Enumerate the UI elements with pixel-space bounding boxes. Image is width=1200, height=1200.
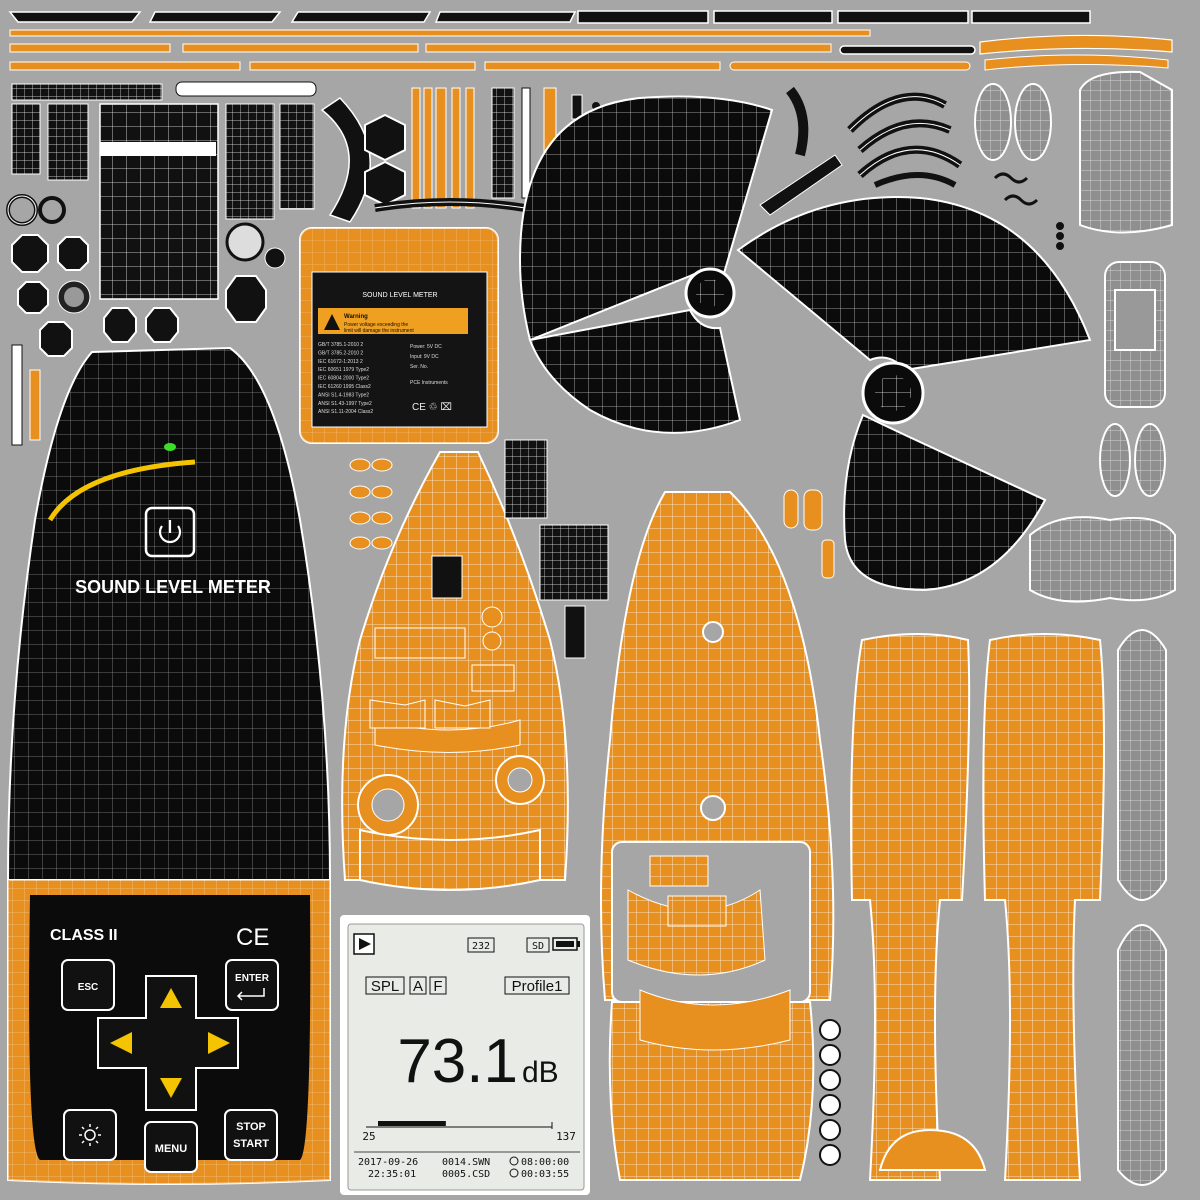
time-readout: 22:35:01 [368, 1169, 416, 1180]
timer1-readout: 08:00:00 [521, 1157, 569, 1168]
enter-key[interactable] [225, 959, 279, 1011]
standard-line: IEC 61260 1995 Class2 [318, 384, 371, 390]
standard-line: IEC 61672-1:2013 2 [318, 359, 363, 365]
backlight-key[interactable] [63, 1109, 117, 1161]
menu-key[interactable] [144, 1121, 198, 1173]
mode-indicator: SPL [371, 978, 399, 995]
label-header: SOUND LEVEL METER [362, 292, 437, 299]
esc-key-label: ESC [78, 982, 99, 993]
timer2-readout: 00:03:55 [521, 1169, 569, 1180]
label-specs: Power: 5V DC Input: 9V DC Ser. No. [410, 344, 442, 370]
power-icon [158, 520, 182, 544]
standard-line: GB/T 3785.2-2010 2 [318, 350, 363, 356]
back-label-panel: SOUND LEVEL METER Warning Power voltage … [299, 227, 499, 444]
device-brand-label: SOUND LEVEL METER [75, 577, 271, 597]
standard-line: ANSI S1.4-1983 Type2 [318, 392, 369, 398]
right-top-parts [847, 70, 1176, 1186]
fan-segment-top [518, 95, 774, 434]
dpad[interactable] [97, 975, 239, 1111]
spl-unit: dB [522, 1056, 559, 1089]
file1-readout: 0014.SWN [442, 1157, 490, 1168]
profile-indicator: Profile1 [512, 978, 563, 995]
standard-line: GB/T 3785.1-2010 2 [318, 342, 363, 348]
start-label: START [233, 1138, 269, 1150]
sun-icon [79, 1124, 101, 1146]
ce-mark: CE [236, 924, 269, 951]
arrow-up-icon[interactable] [160, 988, 182, 1008]
top-strips [8, 10, 1173, 71]
fan-segment-right [736, 196, 1092, 592]
small-parts-center [349, 439, 835, 729]
warning-text-1: Power voltage exceeding the [344, 322, 408, 328]
standard-line: IEC 60651 1979 Type2 [318, 367, 369, 373]
spec-line: Ser. No. [410, 364, 428, 370]
esc-key[interactable] [61, 959, 115, 1011]
date-readout: 2017-09-26 [358, 1157, 418, 1168]
battery-icon [552, 937, 580, 951]
time-weighting-indicator: F [433, 978, 442, 995]
standards-list: GB/T 3785.1-2010 2 GB/T 3785.2-2010 2 IEC … [318, 342, 373, 415]
standard-line: IEC 60804 2000 Type2 [318, 376, 369, 382]
enter-key-label: ENTER [235, 973, 270, 984]
power-button[interactable] [144, 506, 196, 558]
standard-line: ANSI S1.43-1997 Type2 [318, 401, 372, 407]
lcd-screen: 232 SD SPL A F Profile1 73.1 dB 25 137 2… [340, 915, 590, 1195]
port-indicator: 232 [472, 941, 490, 952]
orange-shell-left [341, 451, 569, 891]
small-parts-topleft [6, 81, 406, 446]
bar-max-label: 137 [556, 1130, 576, 1143]
device-front: SOUND LEVEL METER CLASS II CE ESC ENTER … [6, 346, 332, 1185]
sd-indicator: SD [532, 941, 544, 952]
bar-min-label: 25 [362, 1130, 375, 1143]
label-marks: CE ♲ ⌧ [412, 402, 452, 413]
start-stop-key[interactable] [224, 1109, 278, 1161]
arrow-right-icon[interactable] [208, 1032, 230, 1054]
warning-text-2: limit will damage the instrument [344, 328, 414, 334]
menu-key-label: MENU [155, 1143, 187, 1155]
stop-label: STOP [236, 1121, 266, 1133]
arrow-down-icon[interactable] [160, 1078, 182, 1098]
weighting-indicator: A [413, 978, 423, 995]
arrow-left-icon[interactable] [110, 1032, 132, 1054]
status-led [164, 443, 176, 451]
orange-shell-right [819, 633, 1105, 1181]
spl-reading: 73.1 [397, 1027, 518, 1096]
level-bar [378, 1121, 446, 1126]
warning-title: Warning [344, 314, 368, 320]
class-label: CLASS II [50, 927, 118, 944]
file2-readout: 0005.CSD [442, 1169, 490, 1180]
orange-shell-center [600, 491, 835, 1181]
spec-line: Power: 5V DC [410, 344, 442, 350]
spec-line: Input: 9V DC [410, 354, 439, 360]
standard-line: ANSI S1.11-2004 Class2 [318, 409, 373, 415]
label-maker: PCE Instruments [410, 380, 448, 386]
